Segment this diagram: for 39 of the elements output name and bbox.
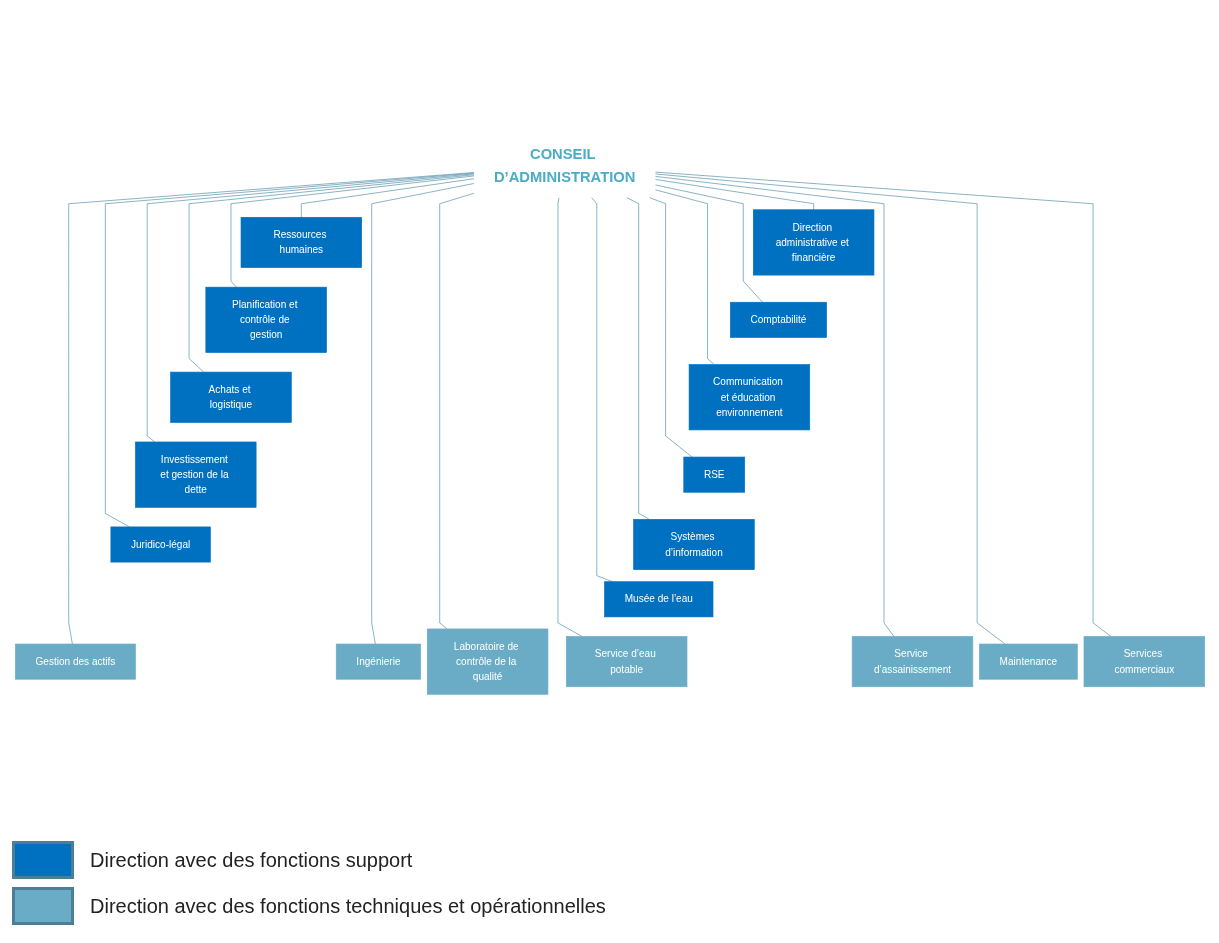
node-box bbox=[205, 286, 327, 353]
connector bbox=[104, 172, 474, 527]
node-box bbox=[134, 441, 256, 508]
node-box bbox=[110, 526, 211, 563]
node-box bbox=[14, 643, 136, 680]
legend-label: Direction avec des fonctions techniques et opérationnelles bbox=[90, 894, 606, 918]
node-box bbox=[978, 643, 1078, 680]
connector bbox=[654, 184, 763, 303]
node-text: CONSEIL D’ADMINISTRATION bbox=[493, 145, 635, 185]
connector bbox=[370, 182, 474, 645]
node-box bbox=[565, 635, 687, 687]
connector bbox=[654, 171, 1111, 637]
node-box bbox=[851, 635, 973, 687]
connector bbox=[557, 197, 582, 637]
node-box bbox=[335, 643, 421, 680]
connector bbox=[188, 174, 474, 373]
org-chart: CONSEIL D’ADMINISTRATION Direction administrative et financière Ressources humaines Comptabilité Planification et contrôle de gestion Communication et éducation environnement Achats et logistique RSE Investissement et gestion de la dette Systèmes d’information Juridico-légal Musée de l’eau Gestion des actifs Ingénierie Laboratoire de contrôle de la qualité Service d’eau potable Service d’assainissement Maintenance Services commerciaux bbox=[9, 127, 1210, 700]
node-box bbox=[1083, 635, 1205, 687]
node-box bbox=[240, 216, 362, 268]
connector bbox=[648, 197, 692, 458]
node-box bbox=[169, 371, 292, 423]
connector bbox=[146, 173, 474, 442]
node-box bbox=[688, 363, 810, 430]
connector bbox=[654, 173, 1005, 645]
node-box bbox=[632, 518, 755, 570]
connector bbox=[626, 197, 650, 520]
legend-label: Direction avec des fonctions support bbox=[90, 848, 413, 872]
node-box bbox=[603, 581, 713, 617]
node-box bbox=[682, 456, 745, 493]
connector bbox=[67, 171, 474, 645]
node-box bbox=[752, 209, 874, 276]
connector bbox=[654, 189, 714, 365]
connector bbox=[230, 175, 474, 288]
connector bbox=[438, 192, 474, 629]
connector bbox=[654, 178, 814, 210]
connector bbox=[300, 178, 474, 218]
node-box bbox=[729, 301, 827, 338]
node-box bbox=[426, 628, 548, 695]
connector bbox=[654, 175, 894, 637]
